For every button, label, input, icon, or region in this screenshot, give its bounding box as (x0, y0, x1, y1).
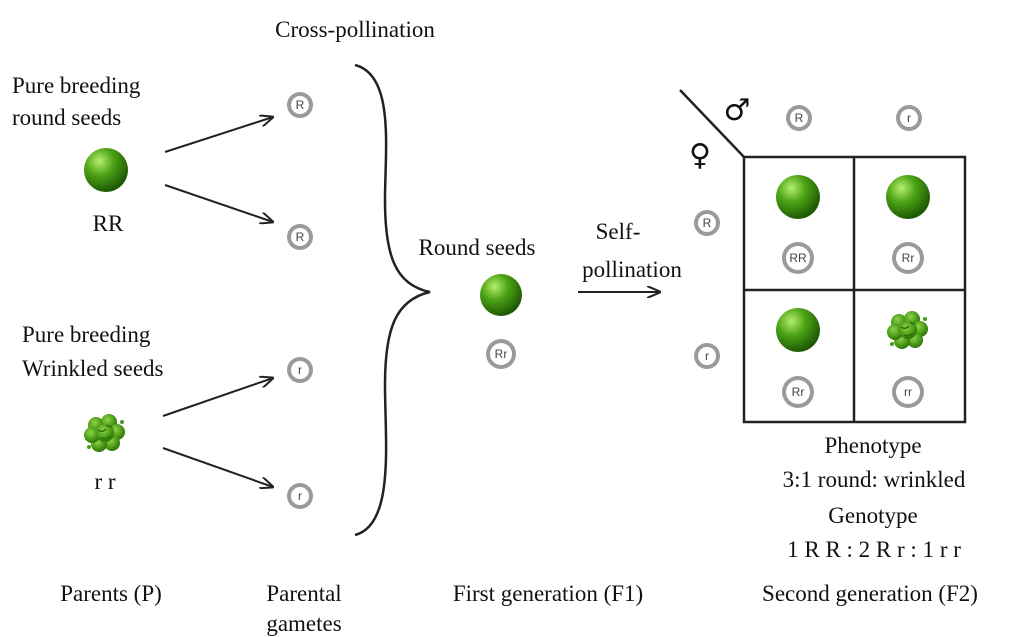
phenotype-ratio: 3:1 round: wrinkled (782, 467, 966, 492)
genotype-title: Genotype (828, 503, 918, 528)
wrinkled-parent-label-line1: Pure breeding (22, 322, 151, 347)
cross-pollination-title: Cross-pollination (275, 17, 435, 42)
f1-round-seed-icon (480, 274, 522, 316)
round-seed-icon (886, 175, 930, 219)
female-gamete-icon: r (694, 343, 720, 369)
svg-text:RR: RR (789, 251, 807, 265)
footer-second-generation: Second generation (F2) (762, 581, 978, 606)
female-symbol-icon: ♀ (689, 138, 711, 173)
svg-text:Rr: Rr (792, 385, 805, 399)
footer-first-generation: First generation (F1) (452, 581, 644, 606)
punnett-cell-rr-dominant: RR (776, 175, 820, 274)
f1-label: Round seeds (418, 235, 536, 260)
arrow-wrinkled-to-gamete-2 (162, 447, 273, 487)
round-parent-seed-icon (84, 148, 128, 192)
footer-gametes-line1: Parental (266, 581, 342, 606)
self-pollination-line1: Self- (595, 219, 641, 244)
male-gamete-icon: R (786, 105, 812, 131)
punnett-diagonal (679, 89, 745, 158)
footer-gametes-line2: gametes (266, 611, 342, 636)
punnett-cell-rr-hetero-1: Rr (886, 175, 930, 274)
cross-pollination-brace (354, 63, 431, 537)
arrow-round-to-gamete-1 (164, 117, 273, 153)
gamete-icon: R (287, 224, 313, 250)
svg-text:Rr: Rr (495, 347, 508, 361)
arrow-wrinkled-to-gamete-1 (162, 378, 273, 417)
phenotype-title: Phenotype (824, 433, 922, 458)
female-gamete-icon: R (694, 210, 720, 236)
wrinkled-parent-seed-icon (83, 413, 126, 453)
male-gamete-icon: r (896, 105, 922, 131)
round-parent-label-line1: Pure breeding (12, 73, 141, 98)
gamete-label: r (298, 489, 302, 503)
gamete-label: R (296, 230, 305, 244)
svg-text:r: r (705, 349, 709, 363)
gamete-icon: R (287, 92, 313, 118)
f1-genotype-icon: Rr (486, 339, 516, 369)
svg-text:R: R (703, 216, 712, 230)
gamete-icon: r (287, 483, 313, 509)
gamete-icon: r (287, 357, 313, 383)
gamete-label: r (298, 363, 302, 377)
wrinkled-parent-label-line2: Wrinkled seeds (22, 356, 164, 381)
svg-text:r: r (907, 111, 911, 125)
svg-text:rr: rr (904, 385, 912, 399)
round-parent-genotype: RR (92, 211, 124, 236)
arrow-round-to-gamete-2 (164, 184, 273, 222)
round-seed-icon (776, 308, 820, 352)
wrinkled-seed-icon (886, 310, 929, 350)
male-symbol-icon: ♂ (724, 93, 751, 128)
round-parent-label-line2: round seeds (12, 105, 122, 130)
genotype-ratio: 1 R R : 2 R r : 1 r r (787, 537, 961, 562)
wrinkled-parent-genotype: r r (94, 469, 116, 494)
gamete-label: R (296, 98, 305, 112)
footer-parents: Parents (P) (60, 581, 162, 606)
svg-text:R: R (795, 111, 804, 125)
punnett-cell-rr-hetero-2: Rr (776, 308, 820, 408)
punnett-cell-rr-recessive: rr (886, 310, 929, 408)
round-seed-icon (776, 175, 820, 219)
self-pollination-line2: pollination (582, 257, 682, 282)
svg-text:Rr: Rr (902, 251, 915, 265)
